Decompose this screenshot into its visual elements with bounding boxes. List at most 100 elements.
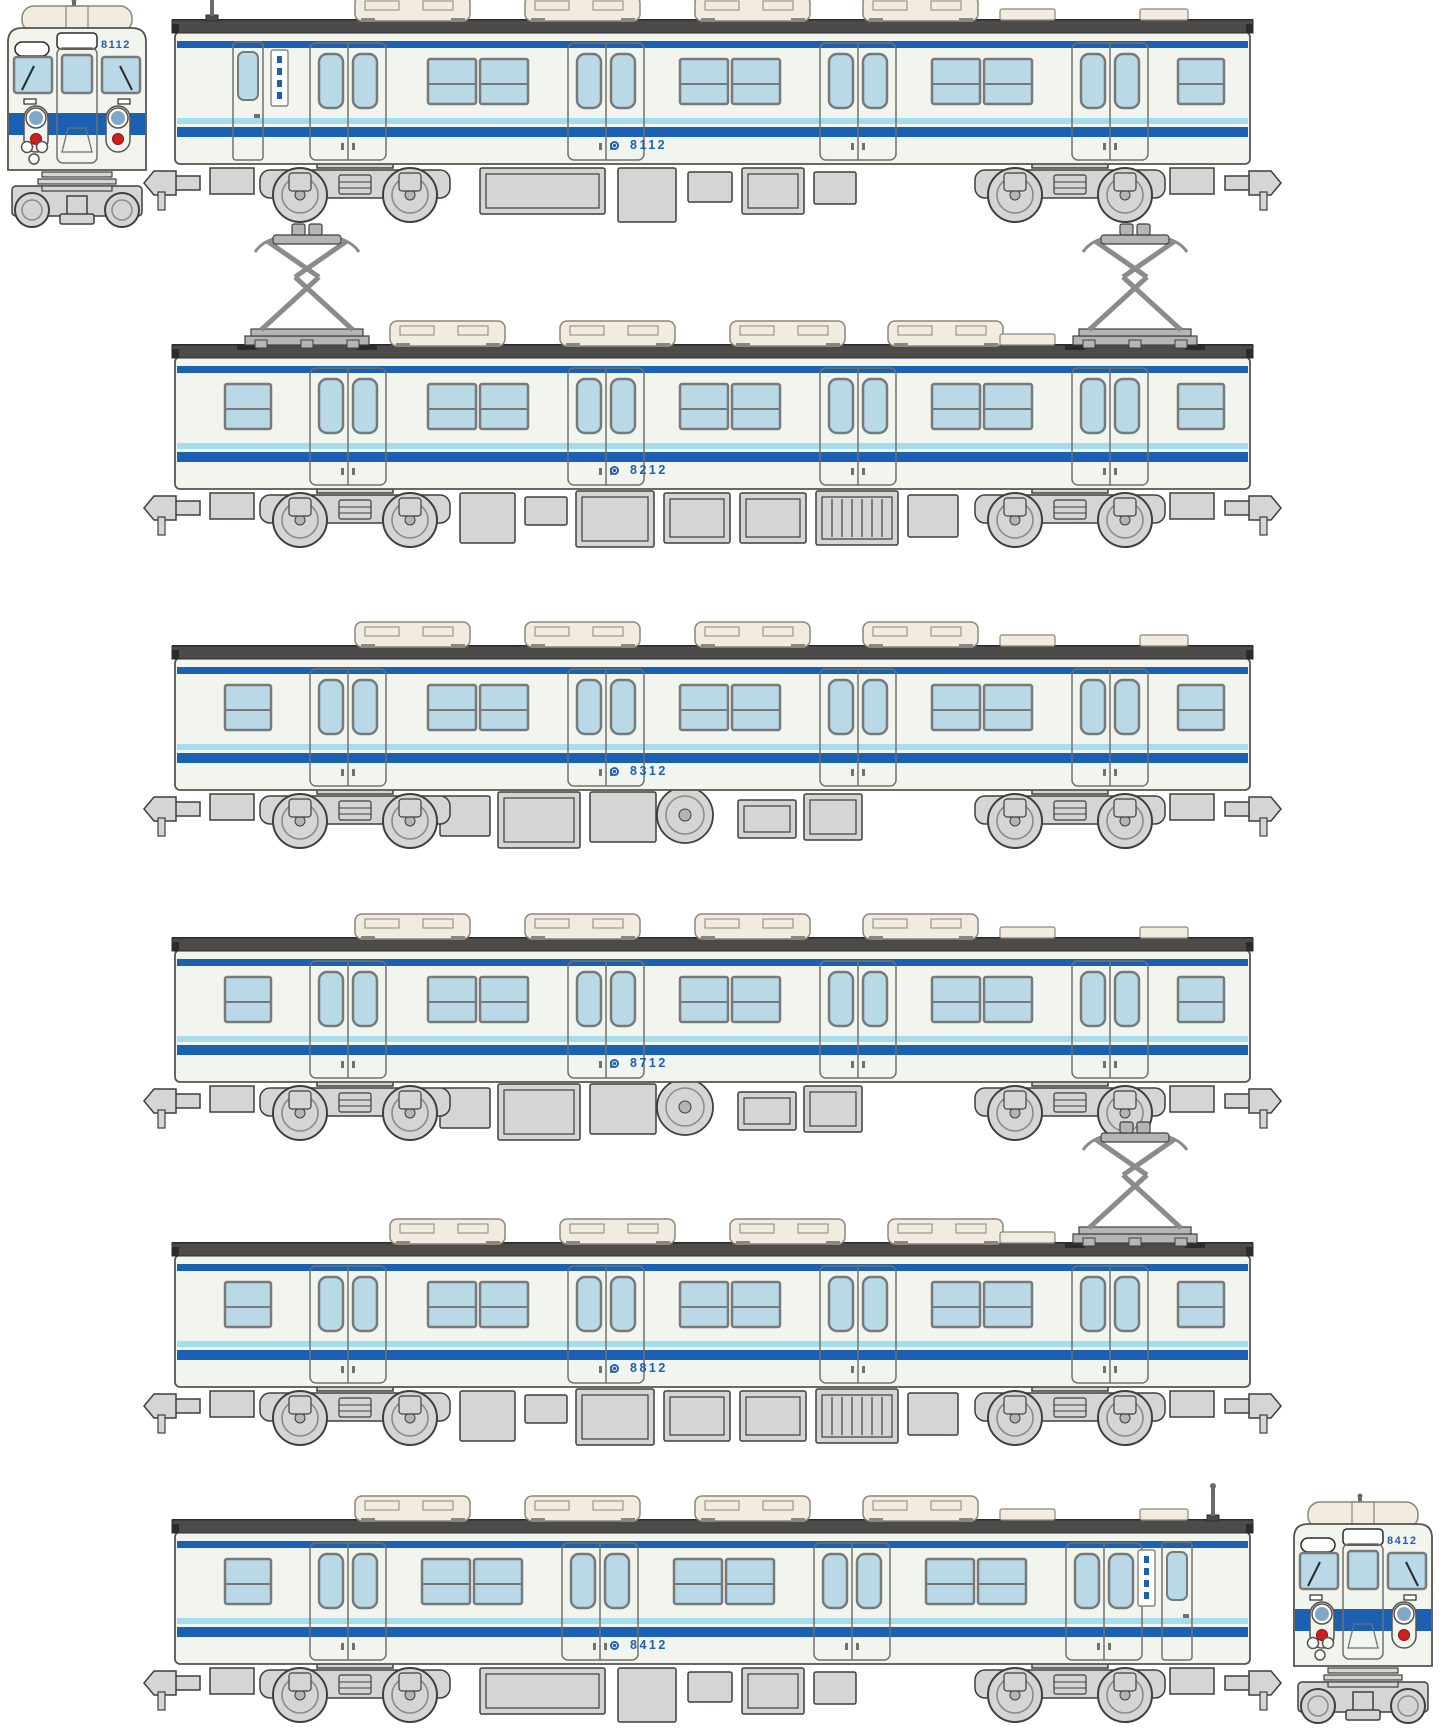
bogie	[259, 1073, 451, 1141]
railway-logo-icon	[610, 1363, 619, 1373]
coupler-right	[1224, 495, 1282, 536]
roof-vents	[354, 0, 1189, 22]
underfloor-equipment	[209, 1388, 1215, 1446]
passenger-door	[1071, 668, 1149, 787]
pantograph	[1065, 223, 1205, 350]
coupler-right	[1224, 796, 1282, 837]
passenger-door	[309, 42, 387, 161]
front-bogie	[11, 185, 143, 228]
passenger-door	[1071, 1265, 1149, 1384]
car-number-label: 8212	[630, 463, 668, 477]
train-front-view: 8412	[1288, 1493, 1438, 1727]
roof-vents	[389, 320, 1056, 347]
crew-door	[1161, 1541, 1193, 1661]
railway-logo-icon	[610, 465, 619, 475]
bogie	[259, 1655, 451, 1723]
car-side-view: 8212	[140, 217, 1310, 552]
passenger-door	[819, 1265, 897, 1384]
car-number: 8712	[610, 1057, 668, 1070]
car-side-drawing	[143, 913, 1282, 1141]
front-number-label: 8412	[1387, 1535, 1418, 1547]
underfloor-equipment	[209, 786, 1215, 849]
railway-logo-icon	[610, 1640, 619, 1650]
headlight-taillight	[23, 105, 49, 153]
passenger-door	[819, 367, 897, 486]
coupler-right	[1224, 170, 1282, 211]
car-side-drawing	[143, 1483, 1282, 1723]
crew-door	[232, 41, 264, 161]
train-front-view: 8112	[2, 0, 152, 231]
pantograph	[1065, 1121, 1205, 1248]
passenger-door	[819, 960, 897, 1079]
anti-climber	[37, 171, 117, 192]
passenger-door	[819, 668, 897, 787]
bogie	[974, 1655, 1166, 1723]
coupler-left	[143, 1393, 201, 1434]
underfloor-equipment	[209, 490, 1215, 548]
car-side-drawing	[143, 621, 1282, 849]
passenger-door	[1065, 1542, 1143, 1661]
front-door	[56, 47, 98, 164]
front-bogie	[1297, 1681, 1429, 1724]
passenger-door	[567, 1265, 645, 1384]
car-side-drawing	[143, 1121, 1282, 1446]
coupler-left	[143, 170, 201, 211]
car-side-view: 8112	[140, 0, 1310, 227]
passenger-door	[309, 668, 387, 787]
coupler-left	[143, 1088, 201, 1129]
roof-vents	[354, 913, 1189, 940]
car-number-label: 8412	[630, 1638, 668, 1652]
headlight-taillight	[1309, 1601, 1335, 1649]
car-number: 8312	[610, 765, 668, 778]
roof-antenna	[205, 0, 219, 22]
car-number: 8112	[610, 139, 667, 152]
anti-climber	[1323, 1667, 1403, 1688]
railway-logo-icon	[610, 1058, 619, 1068]
passenger-door	[309, 1265, 387, 1384]
passenger-door	[567, 960, 645, 1079]
coupler-left	[143, 1670, 201, 1711]
car-side-view: 8812	[140, 1115, 1310, 1450]
bogie	[974, 1378, 1166, 1446]
front-number-label: 8112	[101, 39, 131, 51]
car-side-view: 8712	[140, 810, 1310, 1145]
coupler-left	[143, 796, 201, 837]
passenger-door	[567, 367, 645, 486]
roof-vents	[354, 621, 1189, 648]
car-number-label: 8712	[630, 1056, 668, 1070]
coupler-right	[1224, 1088, 1282, 1129]
passenger-door	[561, 1542, 639, 1661]
coupler-right	[1224, 1670, 1282, 1711]
bogie	[259, 155, 451, 223]
car-number-label: 8812	[630, 1361, 668, 1375]
car-number: 8212	[610, 464, 668, 477]
passenger-door	[1071, 42, 1149, 161]
side-destination-sign	[270, 49, 289, 107]
bogie	[259, 480, 451, 548]
car-number-label: 8112	[630, 138, 668, 152]
car-side-drawing	[143, 0, 1282, 223]
front-door	[1342, 1543, 1384, 1660]
underfloor-equipment	[209, 167, 1215, 223]
passenger-door	[567, 42, 645, 161]
car-side-drawing	[143, 223, 1282, 548]
car-number: 8412	[610, 1639, 668, 1652]
underfloor-equipment	[209, 1667, 1215, 1723]
roof-vents	[354, 1495, 1189, 1522]
train-front-drawing	[1293, 1493, 1433, 1724]
car-number: 8812	[610, 1362, 668, 1375]
passenger-door	[813, 1542, 891, 1661]
coupler-left	[143, 495, 201, 536]
train-front-drawing	[7, 0, 147, 228]
roof-antenna	[1206, 1483, 1220, 1522]
passenger-door	[1071, 367, 1149, 486]
passenger-door	[309, 367, 387, 486]
car-number-label: 8312	[630, 764, 668, 778]
side-destination-sign	[1137, 1549, 1156, 1607]
passenger-door	[819, 42, 897, 161]
railway-logo-icon	[610, 766, 619, 776]
passenger-door	[309, 960, 387, 1079]
bogie	[974, 155, 1166, 223]
headlight-taillight	[105, 105, 131, 153]
